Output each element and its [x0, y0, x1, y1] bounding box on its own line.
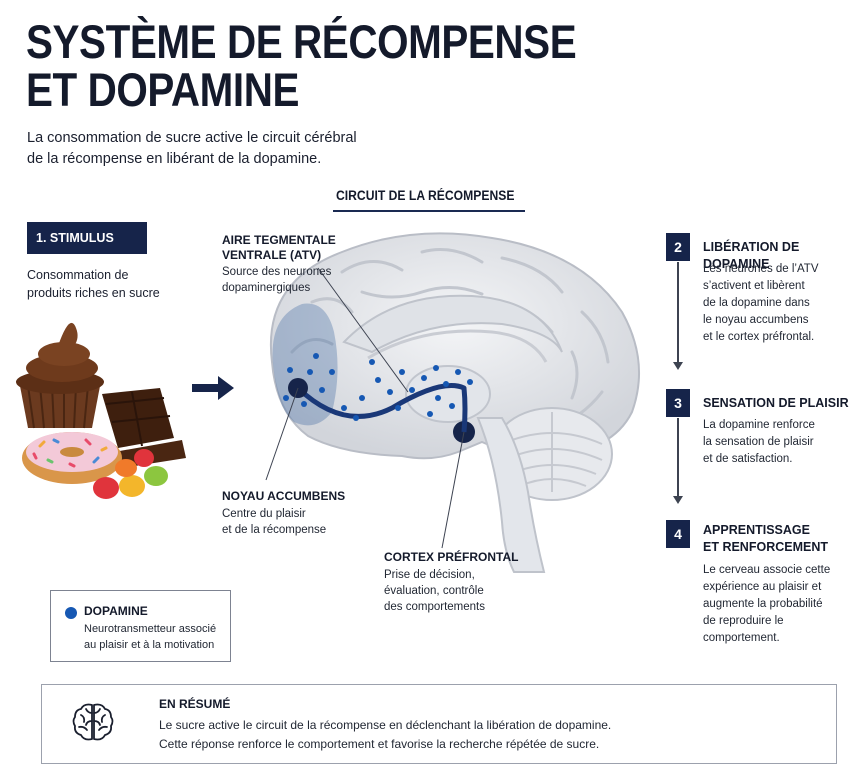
noyau-accumbens-title: NOYAU ACCUMBENS — [222, 489, 346, 503]
step-4-desc-line-2: expérience au plaisir et — [703, 581, 822, 593]
circuit-title-underline — [333, 210, 525, 212]
noyau-desc-line-1: Centre du plaisir — [222, 508, 306, 520]
step-connector-2-3 — [677, 262, 679, 362]
circuit-title: CIRCUIT DE LA RÉCOMPENSE — [336, 188, 515, 203]
step-3-desc-line-1: La dopamine renforce — [703, 419, 815, 431]
stimulus-desc-line-2: produits riches en sucre — [27, 286, 160, 300]
step-4-description: Le cerveau associe cette expérience au p… — [703, 562, 863, 647]
subtitle-line-1: La consommation de sucre active le circu… — [27, 130, 357, 146]
step-4-desc-line-5: comportement. — [703, 632, 780, 644]
step-4-desc-line-3: augmente la probabilité — [703, 598, 823, 610]
dopamine-legend: DOPAMINE Neurotransmetteur associé au pl… — [50, 590, 231, 662]
step-2-desc-line-1: Les neurones de l’ATV — [703, 263, 819, 275]
dopamine-dot-icon — [65, 607, 77, 619]
step-2-description: Les neurones de l’ATV s’activent et libè… — [703, 261, 863, 346]
step-arrow-3-4 — [673, 496, 683, 504]
legend-desc-line-1: Neurotransmetteur associé — [84, 623, 217, 635]
atv-description: Source des neurones dopaminergiques — [222, 264, 331, 296]
step-3-number: 3 — [666, 389, 690, 417]
stimulus-description: Consommation de produits riches en sucre — [27, 266, 197, 302]
cortex-desc-line-3: des comportements — [384, 601, 485, 613]
atv-desc-line-1: Source des neurones — [222, 266, 332, 278]
legend-desc-line-2: au plaisir et à la motivation — [84, 639, 215, 651]
atv-title: AIRE TEGMENTALE VENTRALE (ATV) — [222, 233, 336, 263]
cortex-prefrontal-description: Prise de décision, évaluation, contrôle … — [384, 567, 485, 615]
atv-title-line-1: AIRE TEGMENTALE — [222, 233, 336, 247]
summary-title: EN RÉSUMÉ — [159, 697, 231, 711]
summary-line-1: Le sucre active le circuit de la récompe… — [159, 718, 612, 732]
step-2-desc-line-4: le noyau accumbens — [703, 314, 809, 326]
title-line-2: ET DOPAMINE — [26, 63, 299, 116]
legend-description: Neurotransmetteur associé au plaisir et … — [84, 621, 234, 653]
step-3-title: SENSATION DE PLAISIR — [703, 396, 849, 410]
step-connector-3-4 — [677, 418, 679, 496]
step-4-number: 4 — [666, 520, 690, 548]
step-3-description: La dopamine renforce la sensation de pla… — [703, 417, 863, 468]
cortex-desc-line-1: Prise de décision, — [384, 569, 475, 581]
noyau-desc-line-2: et de la récompense — [222, 524, 327, 536]
subtitle-line-2: de la récompense en libérant de la dopam… — [27, 151, 322, 167]
step-2-desc-line-3: de la dopamine dans — [703, 297, 810, 309]
atv-title-line-2: VENTRALE (ATV) — [222, 248, 322, 262]
stimulus-badge: 1. STIMULUS — [27, 222, 147, 254]
step-2-desc-line-2: s’activent et libèrent — [703, 280, 805, 292]
atv-desc-line-2: dopaminergiques — [222, 282, 311, 294]
step-4-title: APPRENTISSAGE ET RENFORCEMENT — [703, 522, 828, 556]
step-4-desc-line-1: Le cerveau associe cette — [703, 564, 831, 576]
sugary-food-illustration — [16, 322, 186, 499]
step-4-title-line-1: APPRENTISSAGE — [703, 523, 810, 537]
step-3-desc-line-3: et de satisfaction. — [703, 453, 793, 465]
page-subtitle: La consommation de sucre active le circu… — [27, 128, 447, 170]
arrow-right-icon — [192, 376, 234, 400]
summary-line-2: Cette réponse renforce le comportement e… — [159, 737, 600, 751]
step-4-title-line-2: ET RENFORCEMENT — [703, 540, 828, 554]
legend-title: DOPAMINE — [84, 604, 148, 618]
step-arrow-2-3 — [673, 362, 683, 370]
brain-icon — [72, 703, 114, 741]
page-title: SYSTÈME DE RÉCOMPENSE ET DOPAMINE — [26, 15, 577, 116]
cortex-desc-line-2: évaluation, contrôle — [384, 585, 484, 597]
stimulus-desc-line-1: Consommation de — [27, 268, 129, 282]
title-line-1: SYSTÈME DE RÉCOMPENSE — [26, 15, 577, 68]
noyau-accumbens-description: Centre du plaisir et de la récompense — [222, 506, 326, 538]
step-2-number: 2 — [666, 233, 690, 261]
step-2-title: LIBÉRATION DE DOPAMINE — [703, 240, 800, 271]
step-2-desc-line-5: et le cortex préfrontal. — [703, 331, 815, 343]
step-3-desc-line-2: la sensation de plaisir — [703, 436, 814, 448]
step-4-desc-line-4: de reproduire le — [703, 615, 784, 627]
summary-box: EN RÉSUMÉ Le sucre active le circuit de … — [41, 684, 837, 764]
cortex-prefrontal-title: CORTEX PRÉFRONTAL — [384, 550, 519, 564]
